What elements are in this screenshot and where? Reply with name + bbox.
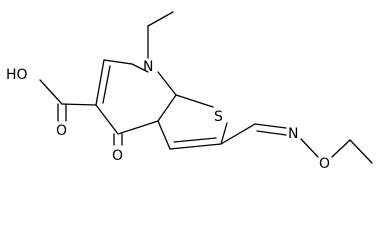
structure-diagram: HO O N S O N O <box>6 11 373 172</box>
bond-c7a-n <box>157 71 177 96</box>
bond-c6-h <box>103 59 133 65</box>
bond-layer <box>39 11 373 164</box>
bond-cooh-oh <box>39 79 63 105</box>
bond-s-c2 <box>220 122 228 145</box>
bond-c6-c5 <box>95 59 105 106</box>
bond-c3a-c7a <box>157 94 177 122</box>
bond-c5-c4 <box>95 104 119 135</box>
label-layer: HO O N S O N O <box>6 59 330 172</box>
label-ketone-oxygen: O <box>112 148 123 164</box>
bond-c3-c3a <box>157 120 171 150</box>
label-ether-oxygen: O <box>319 156 330 172</box>
label-ring-nitrogen: N <box>143 59 153 75</box>
bond-c7a-s <box>175 94 214 108</box>
bond-c4-c3a <box>117 120 159 135</box>
bond-o-ch2 <box>331 139 351 158</box>
bond-c2-c3 <box>169 143 222 150</box>
bond-c5-cooh <box>61 103 97 106</box>
bond-n-c6 <box>131 63 149 73</box>
bond-n-o <box>300 138 319 158</box>
label-hydroxyl: HO <box>6 67 28 83</box>
bond-c6-c5-double <box>102 65 111 104</box>
bond-ch-n <box>254 123 287 129</box>
label-oxime-nitrogen: N <box>288 126 298 142</box>
bond-ethyl-ch2-ch3 <box>147 11 174 27</box>
bond-c2-c3-double <box>173 137 217 143</box>
bond-c2-ch <box>220 123 256 145</box>
label-thiophene-sulfur: S <box>214 109 223 125</box>
label-carboxyl-oxygen: O <box>56 123 67 139</box>
bond-ch2-ch3 <box>349 139 373 164</box>
bond-ch-n-double <box>256 130 287 136</box>
